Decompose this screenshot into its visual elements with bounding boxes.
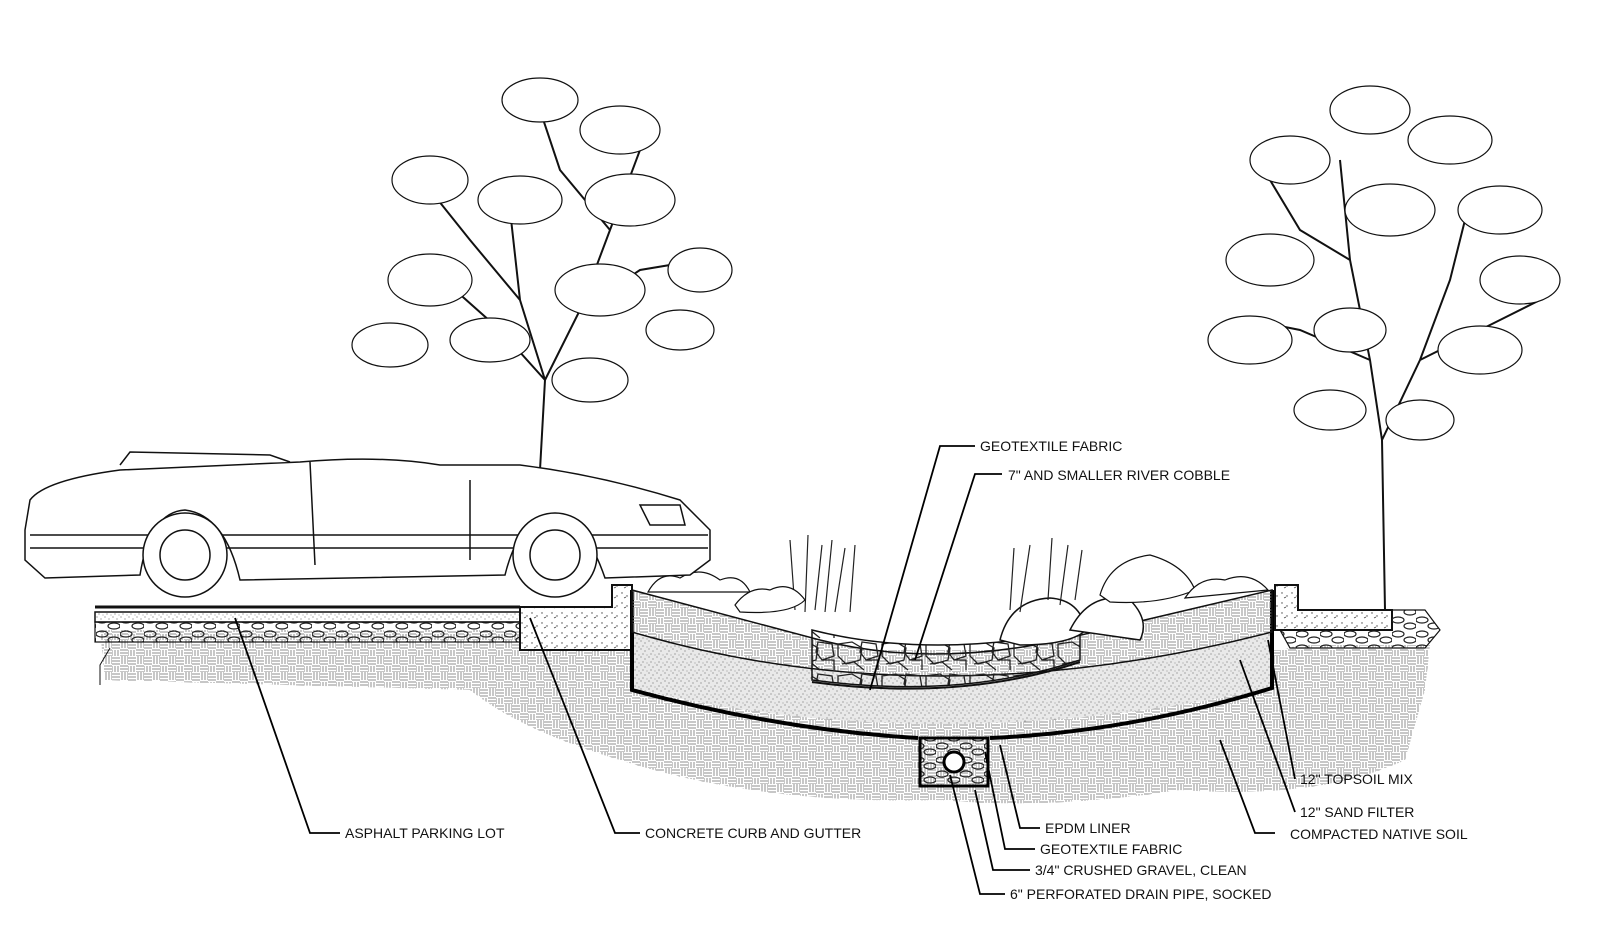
underdrain-trench <box>918 736 990 788</box>
label-sand-filter: 12" SAND FILTER <box>1300 804 1414 820</box>
label-epdm-liner: EPDM LINER <box>1045 820 1131 836</box>
right-pavement-edge <box>1278 609 1441 649</box>
label-perforated-drain-pipe: 6" PERFORATED DRAIN PIPE, SOCKED <box>1010 886 1271 902</box>
label-topsoil-mix: 12" TOPSOIL MIX <box>1300 771 1414 787</box>
label-compacted-native-soil: COMPACTED NATIVE SOIL <box>1290 826 1468 842</box>
leader-lines <box>234 445 1296 895</box>
epdm-liner <box>630 590 1274 740</box>
boulder-icon <box>999 597 1145 646</box>
label-concrete-curb-and-gutter: CONCRETE CURB AND GUTTER <box>645 825 861 841</box>
label-geotextile-fabric-top: GEOTEXTILE FABRIC <box>980 438 1122 454</box>
ornamental-grass-icon <box>789 534 1083 613</box>
label-geotextile-fabric-bottom: GEOTEXTILE FABRIC <box>1040 841 1182 857</box>
river-cobble <box>811 629 1081 688</box>
perforated-drain-pipe <box>942 750 966 774</box>
concrete-curb-and-gutter-left <box>519 584 633 651</box>
deciduous-tree-icon-left <box>351 77 733 471</box>
label-crushed-gravel: 3/4" CRUSHED GRAVEL, CLEAN <box>1035 862 1247 878</box>
concrete-curb-right <box>1274 584 1393 631</box>
convertible-car-icon <box>24 451 711 598</box>
label-river-cobble: 7" AND SMALLER RIVER COBBLE <box>1008 467 1230 483</box>
geotextile-fabric-top <box>811 661 1081 690</box>
deciduous-tree-icon-right <box>1207 85 1561 611</box>
label-asphalt-parking-lot: ASPHALT PARKING LOT <box>345 825 505 841</box>
shrub-icon <box>646 554 1270 614</box>
